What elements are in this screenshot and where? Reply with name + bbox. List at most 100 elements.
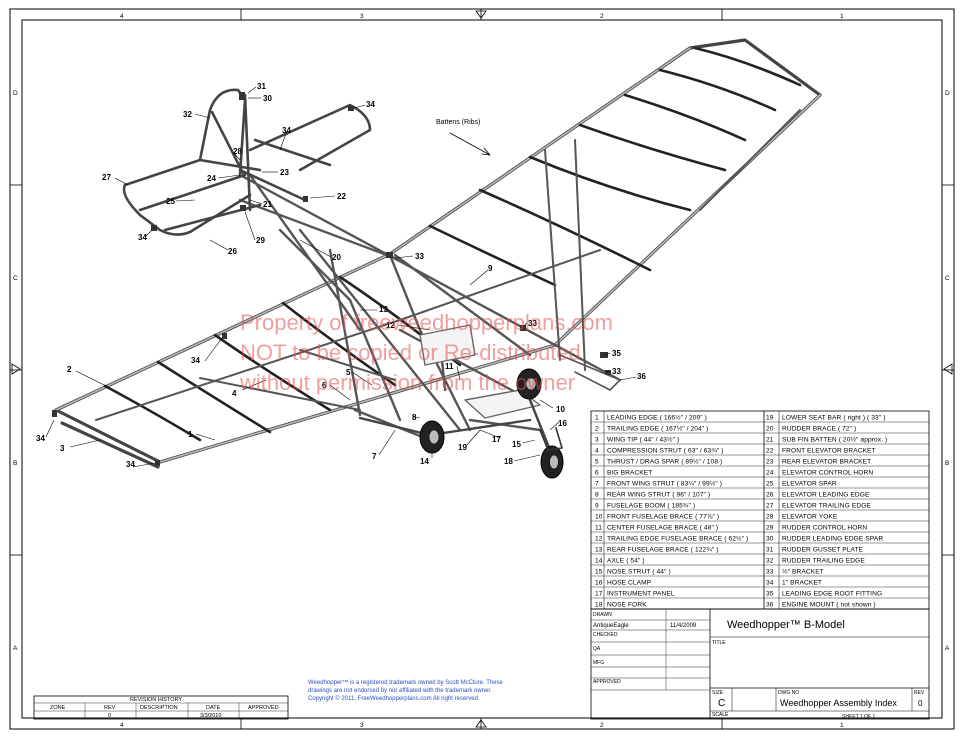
bom-item-number: 16 bbox=[595, 579, 603, 586]
callout-16: 16 bbox=[558, 419, 567, 428]
bom-item-description: REAR FUSELAGE BRACE ( 122¾" ) bbox=[607, 546, 719, 553]
rev-header-description: DESCRIPTION bbox=[140, 705, 178, 711]
callout-34c: 34 bbox=[138, 233, 147, 242]
bom-item-number: 9 bbox=[595, 502, 599, 509]
callout-21: 21 bbox=[263, 200, 272, 209]
rev-label: REV bbox=[914, 690, 925, 696]
aircraft-assembly-drawing bbox=[52, 38, 822, 479]
callout-17: 17 bbox=[492, 435, 501, 444]
bom-item-number: 7 bbox=[595, 480, 599, 487]
bom-item-description: NOSE STRUT ( 44" ) bbox=[607, 568, 671, 575]
bom-item-description: BIG BRACKET bbox=[607, 469, 652, 476]
fuselage bbox=[238, 173, 622, 442]
bom-item-number: 8 bbox=[595, 491, 599, 498]
watermark-line-2: NOT to be copied or Re-distributed bbox=[240, 340, 581, 365]
callout-12: 12 bbox=[386, 321, 395, 330]
callout-9: 9 bbox=[488, 264, 493, 273]
watermark-line-1: Property of freeweedhopperplans.com bbox=[240, 310, 613, 335]
callout-4: 4 bbox=[232, 389, 237, 398]
zone-right-a: A bbox=[945, 645, 950, 652]
bom-item-number: 5 bbox=[595, 458, 599, 465]
bom-item-description: ENGINE MOUNT ( not shown ) bbox=[782, 601, 876, 608]
title-block bbox=[590, 608, 930, 720]
bom-item-number: 6 bbox=[595, 469, 599, 476]
callout-2: 2 bbox=[67, 365, 72, 374]
bom-item-description: ELEVATOR LEADING EDGE bbox=[782, 491, 870, 498]
drawn-by: AntiqueEagle bbox=[593, 623, 629, 629]
bom-item-number: 4 bbox=[595, 447, 599, 454]
bom-item-description: ELEVATOR YOKE bbox=[782, 513, 838, 520]
zone-right-d: D bbox=[945, 90, 950, 97]
mfg-label: MFG bbox=[593, 660, 604, 666]
bom-item-description: WING TIP ( 44" / 43½" ) bbox=[607, 435, 679, 443]
watermark: Property of freeweedhopperplans.com NOT … bbox=[239, 310, 613, 395]
bom-item-number: 27 bbox=[766, 502, 774, 509]
callout-19: 19 bbox=[458, 443, 467, 452]
bom-item-description: FRONT FUSELAGE BRACE ( 77⅞" ) bbox=[607, 513, 719, 520]
zone-right-c: C bbox=[945, 275, 950, 282]
trademark-line-2: drawings are not endorsed by nor affilia… bbox=[308, 688, 492, 694]
bom-item-number: 20 bbox=[766, 425, 774, 432]
trademark-line-3: Copyright © 2011, FreeWeedhopperplans.co… bbox=[308, 695, 478, 702]
bom-item-number: 29 bbox=[766, 524, 774, 531]
bom-item-description: TRAILING EDGE ( 167½" / 204" ) bbox=[607, 424, 709, 432]
bom-item-description: REAR ELEVATOR BRACKET bbox=[782, 458, 871, 465]
zone-right-b: B bbox=[945, 460, 949, 467]
drawing-title: Weedhopper™ B-Model bbox=[727, 619, 845, 631]
bom-item-description: REAR WING STRUT ( 96" / 107" ) bbox=[607, 491, 710, 498]
bom-item-description: THRUST / DRAG SPAR ( 89½" / 108 ) bbox=[607, 457, 722, 465]
rudder bbox=[198, 88, 252, 212]
callout-34f: 34 bbox=[126, 460, 135, 469]
landing-gear bbox=[358, 368, 564, 479]
callout-29: 29 bbox=[256, 236, 265, 245]
rev-row-date: 3/3/2010 bbox=[200, 713, 221, 719]
bom-item-description: INSTRUMENT PANEL bbox=[607, 590, 675, 597]
callout-14: 14 bbox=[420, 457, 429, 466]
bom-item-number: 10 bbox=[595, 513, 603, 520]
approved-label: APPROVED bbox=[593, 679, 621, 685]
bom-item-number: 31 bbox=[766, 546, 774, 553]
callout-8: 8 bbox=[412, 413, 417, 422]
bom-item-number: 24 bbox=[766, 469, 774, 476]
zone-left-c: C bbox=[13, 275, 18, 282]
bom-item-number: 25 bbox=[766, 480, 774, 487]
rev-header-rev: REV bbox=[104, 705, 116, 711]
outer-border bbox=[9, 8, 955, 730]
sheet-number: SHEET 1 OF 1 bbox=[842, 714, 875, 720]
horizontal-stabilizer bbox=[248, 103, 372, 172]
callout-5: 5 bbox=[346, 368, 351, 377]
bom-item-number: 17 bbox=[595, 590, 603, 597]
battens-label: Battens (Ribs) bbox=[436, 119, 480, 126]
bom-item-description: ½" BRACKET bbox=[782, 567, 824, 575]
watermark-line-3: without permission from the owner bbox=[239, 370, 575, 395]
wing-battens bbox=[103, 46, 802, 442]
bom-item-number: 22 bbox=[766, 447, 774, 454]
bom-item-number: 33 bbox=[766, 568, 774, 575]
bom-item-description: NOSE FORK bbox=[607, 601, 647, 608]
engine-mount bbox=[559, 354, 621, 391]
callout-34b: 34 bbox=[282, 126, 291, 135]
bom-item-description: AXLE ( 54" ) bbox=[607, 557, 645, 564]
zone-bottom-2: 2 bbox=[600, 722, 604, 729]
callout-20: 20 bbox=[332, 253, 341, 262]
part-callouts: 1 2 3 4 5 6 7 8 9 10 11 12 13 14 15 16 1… bbox=[36, 82, 646, 466]
callout-26: 26 bbox=[228, 247, 237, 256]
zone-top-1: 1 bbox=[840, 13, 844, 20]
bom-item-description: RUDDER TRAILING EDGE bbox=[782, 557, 865, 564]
callout-33c: 33 bbox=[612, 367, 621, 376]
battens-arrow bbox=[449, 132, 491, 156]
scale-label: SCALE bbox=[712, 712, 729, 718]
bom-item-number: 23 bbox=[766, 458, 774, 465]
callout-7: 7 bbox=[372, 452, 377, 461]
bom-item-number: 30 bbox=[766, 535, 774, 542]
trademark-line-1: Weedhopper™ is a registered trademark ow… bbox=[308, 679, 504, 686]
drawn-date: 11/4/2009 bbox=[670, 623, 697, 629]
bom-item-description: ELEVATOR TRAILING EDGE bbox=[782, 502, 871, 509]
bom-item-number: 26 bbox=[766, 491, 774, 498]
bom-item-description: LOWER SEAT BAR ( right ) ( 33" ) bbox=[782, 414, 886, 421]
sheet-size: C bbox=[718, 698, 725, 709]
zone-left-a: A bbox=[13, 645, 18, 652]
rev-header-date: DATE bbox=[206, 705, 221, 711]
bom-item-number: 18 bbox=[595, 601, 603, 608]
